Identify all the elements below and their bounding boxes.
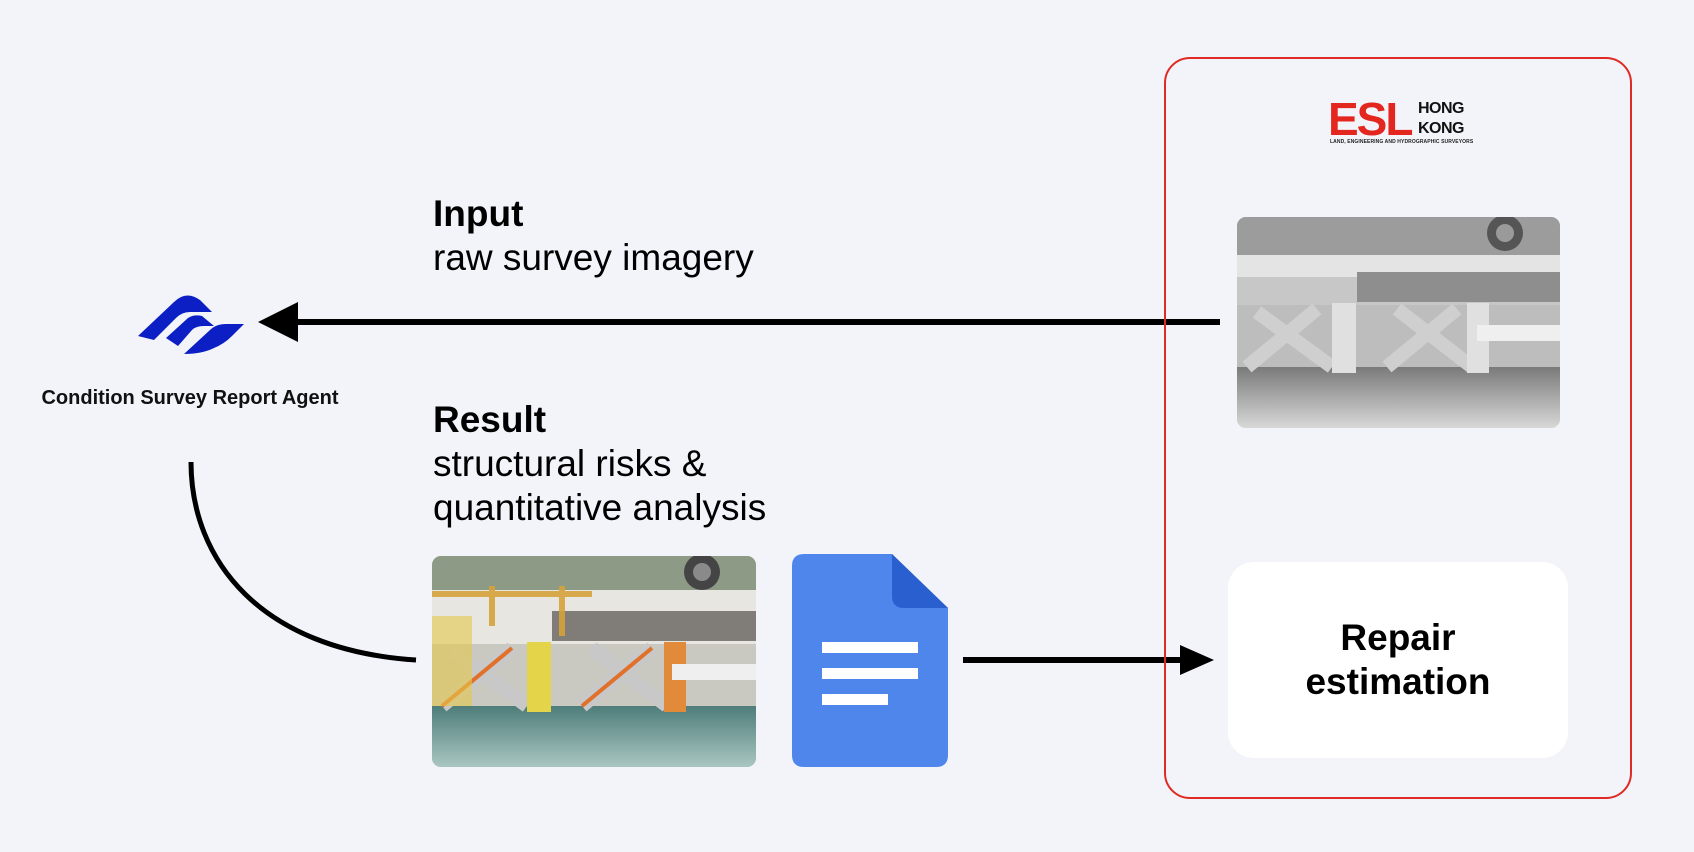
repair-estimation-label: Repair estimation <box>1305 617 1491 702</box>
esl-logo-side-1: HONG <box>1418 100 1465 117</box>
result-annotated-photo <box>432 556 756 767</box>
result-subtext-line2: quantitative analysis <box>433 487 767 528</box>
input-heading: Input <box>433 193 524 234</box>
esl-logo: ESL HONG KONG LAND, ENGINEERING AND HYDR… <box>1328 93 1473 148</box>
input-description: Input raw survey imagery <box>433 192 953 280</box>
agent-label: Condition Survey Report Agent <box>41 387 339 409</box>
result-subtext-line1: structural risks & <box>433 443 707 484</box>
result-description: Result structural risks & quantitative a… <box>433 398 953 530</box>
google-docs-icon <box>792 554 948 767</box>
agent-result-curve <box>188 461 417 663</box>
result-heading: Result <box>433 399 547 440</box>
survey-photo <box>1237 217 1560 428</box>
esl-logo-tagline: LAND, ENGINEERING AND HYDROGRAPHIC SURVE… <box>1330 139 1474 145</box>
input-subtext: raw survey imagery <box>433 237 754 278</box>
esl-panel <box>1164 57 1632 799</box>
agent-logo-icon <box>136 288 246 356</box>
repair-estimation-card: Repair estimation <box>1228 562 1568 758</box>
input-arrow-head <box>258 302 298 342</box>
esl-logo-side-2: KONG <box>1418 120 1465 137</box>
esl-logo-main: ESL <box>1328 93 1413 145</box>
